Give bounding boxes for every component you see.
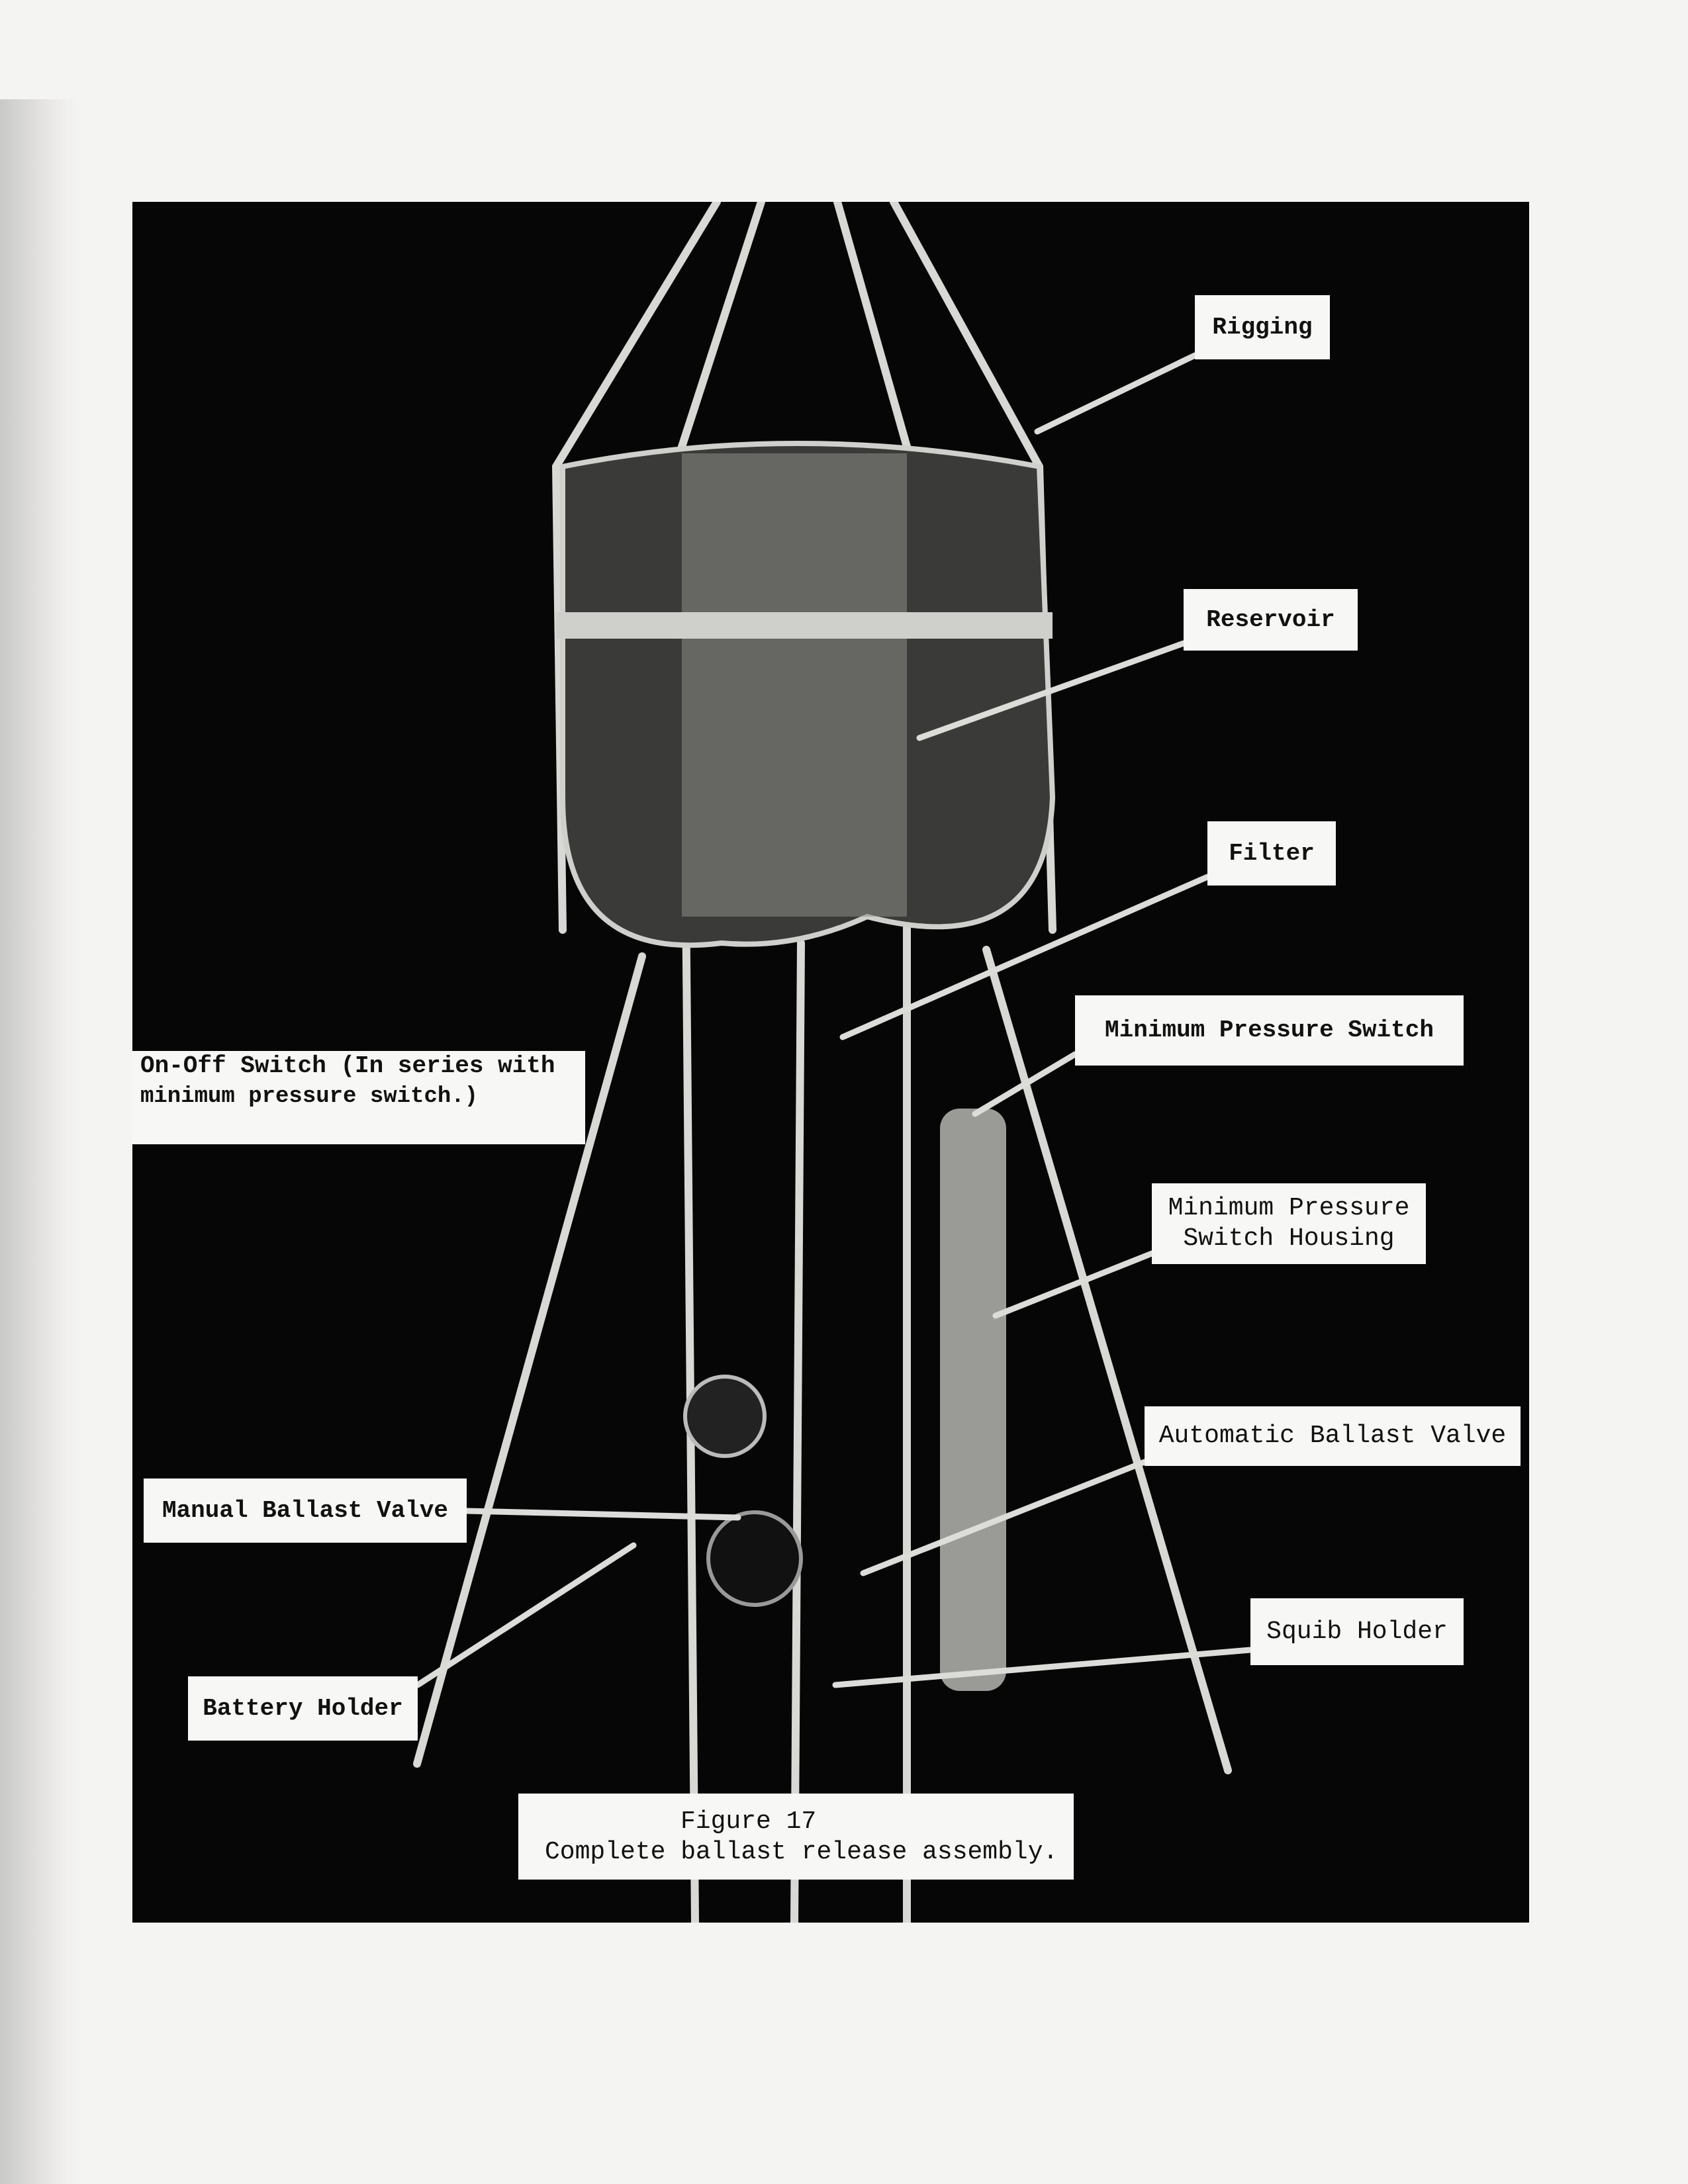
label-battery-holder: Battery Holder xyxy=(188,1676,418,1741)
label-squib-holder: Squib Holder xyxy=(1250,1598,1464,1665)
reservoir-band xyxy=(556,612,1053,639)
label-on-off-switch: On-Off Switch (In series with minimum pr… xyxy=(132,1051,585,1144)
label-automatic-ballast-valve: Automatic Ballast Valve xyxy=(1145,1406,1521,1466)
support-leg xyxy=(790,939,805,1923)
label-text: Filter xyxy=(1229,839,1315,867)
label-switch-housing: Minimum Pressure Switch Housing xyxy=(1152,1183,1426,1264)
label-text: Switch Housing xyxy=(1183,1224,1395,1253)
label-text: minimum pressure switch.) xyxy=(140,1084,479,1109)
rigging-cable xyxy=(890,202,1043,471)
label-text: Battery Holder xyxy=(203,1694,403,1722)
switch-housing-cylinder xyxy=(940,1109,1006,1691)
figure-number: Figure 17 xyxy=(680,1807,817,1836)
valve-dial xyxy=(706,1510,803,1607)
label-filter: Filter xyxy=(1207,821,1336,886)
label-text: Automatic Ballast Valve xyxy=(1158,1422,1507,1450)
rigging-cable xyxy=(552,463,567,934)
battery-leader-line xyxy=(414,1542,637,1688)
auto-valve-leader-line xyxy=(860,1459,1148,1576)
assembly-illustration xyxy=(413,202,1254,1923)
label-text: Minimum Pressure Switch xyxy=(1105,1017,1434,1044)
label-text: Minimum Pressure xyxy=(1168,1194,1410,1222)
rigging-leader-line xyxy=(1034,352,1198,435)
label-minimum-pressure-switch: Minimum Pressure Switch xyxy=(1075,995,1464,1066)
support-leg xyxy=(413,952,646,1768)
label-text: Squib Holder xyxy=(1266,1617,1448,1646)
housing-leader-line xyxy=(992,1250,1155,1319)
figure-caption-text: Complete ballast release assembly. xyxy=(545,1838,1058,1866)
rigging-cable xyxy=(552,202,721,471)
label-manual-ballast-valve: Manual Ballast Valve xyxy=(144,1479,467,1543)
reservoir-leader-line xyxy=(916,640,1187,741)
filter-leader-line xyxy=(839,874,1211,1040)
pressure-gauge xyxy=(683,1375,767,1458)
figure-caption: Figure 17 Complete ballast release assem… xyxy=(518,1794,1074,1880)
squib-leader-line xyxy=(832,1647,1254,1688)
support-leg xyxy=(982,946,1232,1774)
manual-valve-leader-line xyxy=(463,1508,741,1521)
label-text: Reservoir xyxy=(1206,606,1335,633)
label-text: Rigging xyxy=(1212,313,1313,341)
label-text: On-Off Switch (In series with xyxy=(140,1052,555,1079)
label-rigging: Rigging xyxy=(1195,295,1330,359)
pressure-switch-leader-line xyxy=(972,1051,1078,1117)
rigging-cable xyxy=(833,202,911,451)
scan-shadow xyxy=(0,99,79,2184)
label-reservoir: Reservoir xyxy=(1184,589,1358,651)
reservoir-highlight xyxy=(682,453,907,917)
label-text: Manual Ballast Valve xyxy=(162,1496,449,1524)
rigging-cable xyxy=(678,202,765,451)
